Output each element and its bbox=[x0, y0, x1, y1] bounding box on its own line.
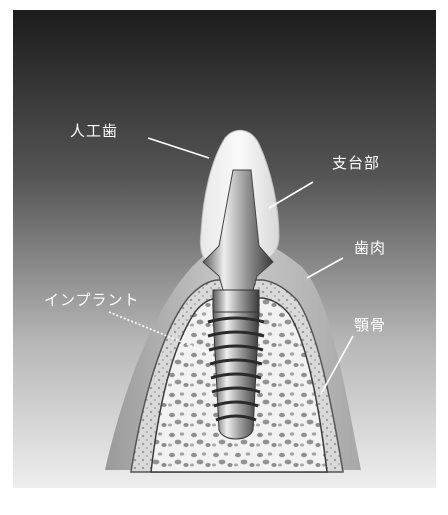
label-implant: インプラント bbox=[44, 291, 140, 309]
label-jawbone: 顎骨 bbox=[354, 316, 386, 334]
label-artificial-tooth: 人工歯 bbox=[70, 122, 118, 140]
label-gum: 歯肉 bbox=[354, 239, 386, 257]
label-abutment: 支台部 bbox=[332, 154, 380, 172]
